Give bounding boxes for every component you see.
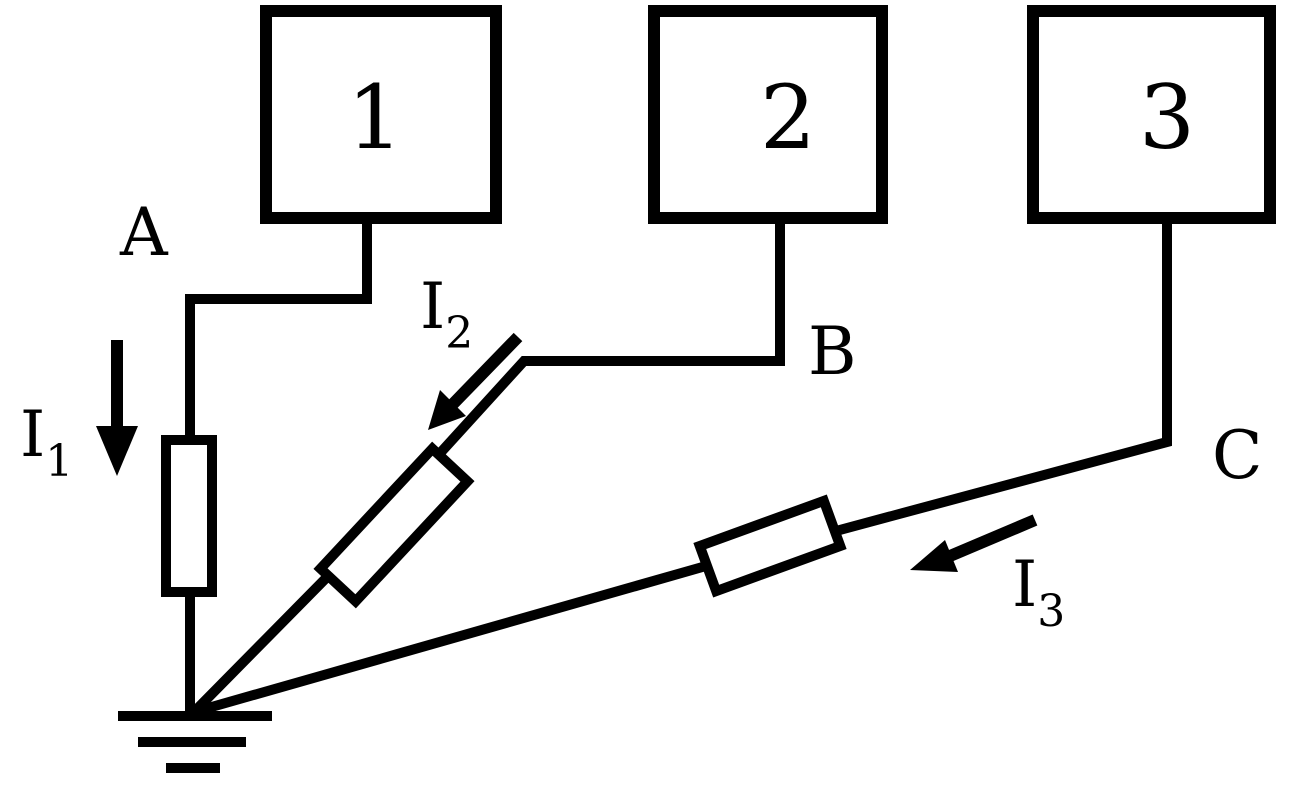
wire-c-lower xyxy=(187,559,713,719)
resistor-b xyxy=(313,441,475,609)
current-arrow-1 xyxy=(96,340,138,476)
current-label-2-symbol: I xyxy=(420,270,445,344)
current-label-1-subscript: 1 xyxy=(45,436,73,487)
current-label-3-subscript: 3 xyxy=(1037,586,1065,637)
wire-c xyxy=(829,219,1172,538)
current-label-3-symbol: I xyxy=(1012,548,1037,622)
device-box-2-label: 2 xyxy=(760,66,816,169)
current-label-2: I2 xyxy=(420,270,473,359)
current-arrow-3 xyxy=(910,514,1038,572)
current-label-2-subscript: 2 xyxy=(445,308,473,359)
wire-b xyxy=(434,219,785,459)
wire-b-lower xyxy=(186,558,346,720)
node-a-label: A xyxy=(119,194,169,271)
device-box-1-label: 1 xyxy=(347,66,403,169)
resistor-c xyxy=(693,494,847,598)
current-label-1-symbol: I xyxy=(20,398,45,472)
current-label-1: I1 xyxy=(20,398,73,487)
node-b-label: B xyxy=(808,313,857,390)
ground-symbol xyxy=(118,711,272,773)
current-label-3: I3 xyxy=(1012,548,1065,637)
device-box-3: 3 xyxy=(1027,5,1276,224)
current-arrow-2 xyxy=(428,332,523,430)
wire-a xyxy=(185,219,372,443)
device-box-1: 1 xyxy=(260,5,502,224)
device-box-3-label: 3 xyxy=(1139,66,1195,169)
node-c-label: C xyxy=(1212,417,1263,494)
resistor-a xyxy=(161,435,217,597)
device-box-2: 2 xyxy=(648,5,888,224)
